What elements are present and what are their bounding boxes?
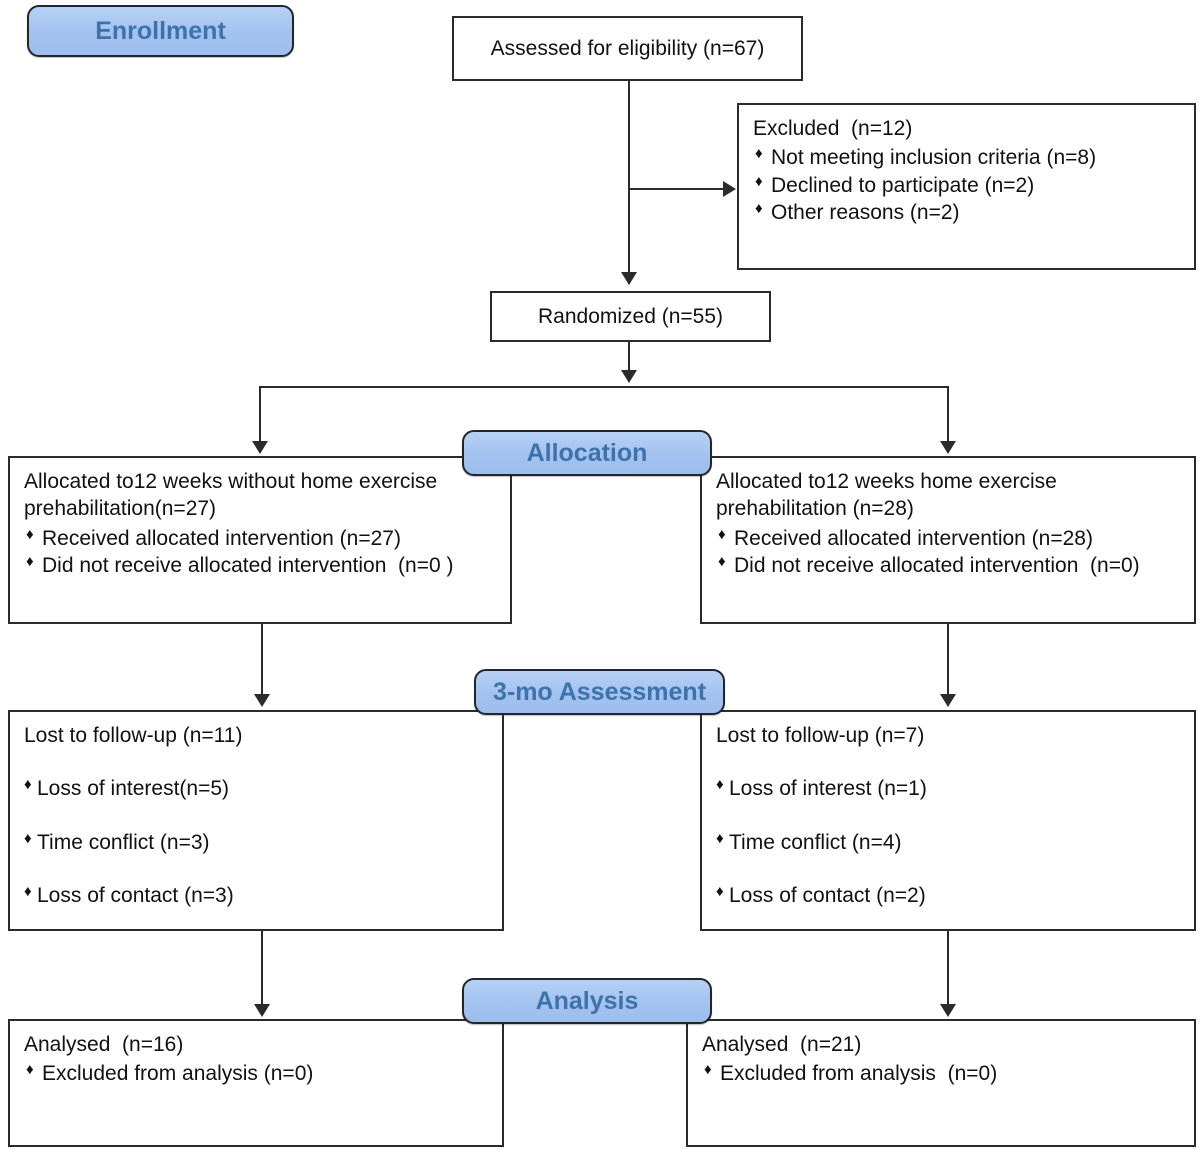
- list-item: Time conflict (n=4): [716, 829, 1180, 856]
- list-item: Loss of contact (n=2): [716, 882, 1180, 909]
- arrowhead-allocated-left: [252, 441, 268, 454]
- node-followup-right-title: Lost to follow-up (n=7): [716, 724, 925, 747]
- node-excluded: Excluded (n=12) Not meeting inclusion cr…: [737, 103, 1196, 270]
- node-assessed-title: Assessed for eligibility (n=67): [490, 36, 765, 60]
- connector-to-excluded: [629, 188, 725, 190]
- list-item: Loss of interest(n=5): [24, 775, 488, 802]
- stage-banner-analysis-label: Analysis: [535, 986, 639, 1015]
- node-followup-left: Lost to follow-up (n=11) Loss of interes…: [8, 710, 504, 931]
- stage-banner-assessment-label: 3-mo Assessment: [492, 677, 707, 706]
- node-allocated-left: Allocated to12 weeks without home exerci…: [8, 456, 512, 624]
- arrowhead-excluded: [723, 181, 736, 197]
- list-item: Loss of contact (n=3): [24, 882, 488, 909]
- stage-banner-allocation-label: Allocation: [526, 438, 648, 467]
- connector-assessed-to-randomized: [628, 81, 630, 284]
- node-followup-left-bullets: Loss of interest(n=5) Time conflict (n=3…: [24, 775, 488, 909]
- node-analysed-right-title: Analysed (n=21): [702, 1033, 862, 1056]
- stage-banner-enrollment: Enrollment: [27, 5, 294, 57]
- node-randomized: Randomized (n=55): [490, 291, 771, 342]
- arrowhead-followup-right: [940, 694, 956, 707]
- connector-allocated-right-to-followup: [947, 624, 949, 696]
- node-followup-right: Lost to follow-up (n=7) Loss of interest…: [700, 710, 1196, 931]
- arrowhead-allocated-right: [940, 441, 956, 454]
- connector-allocated-left-to-followup: [261, 624, 263, 696]
- list-item: Not meeting inclusion criteria (n=8): [753, 144, 1180, 171]
- node-allocated-right: Allocated to12 weeks home exercise preha…: [700, 456, 1196, 624]
- connector-split-left: [259, 386, 261, 443]
- node-assessed-for-eligibility: Assessed for eligibility (n=67): [452, 16, 803, 81]
- node-allocated-left-bullets: Received allocated intervention (n=27) D…: [24, 525, 496, 580]
- list-item: Did not receive allocated intervention (…: [716, 552, 1180, 579]
- node-followup-right-bullets: Loss of interest (n=1) Time conflict (n=…: [716, 775, 1180, 909]
- node-allocated-right-bullets: Received allocated intervention (n=28) D…: [716, 525, 1180, 580]
- node-analysed-left-bullets: Excluded from analysis (n=0): [24, 1060, 488, 1087]
- node-randomized-title: Randomized (n=55): [537, 304, 724, 328]
- arrowhead-analysis-left: [254, 1004, 270, 1017]
- stage-banner-assessment: 3-mo Assessment: [474, 669, 725, 715]
- connector-followup-left-to-analysis: [261, 931, 263, 1006]
- node-analysed-right-bullets: Excluded from analysis (n=0): [702, 1060, 1180, 1087]
- node-excluded-title: Excluded (n=12): [753, 117, 913, 140]
- list-item: Received allocated intervention (n=27): [24, 525, 496, 552]
- connector-randomized-stem: [628, 342, 630, 373]
- arrowhead-analysis-right: [940, 1004, 956, 1017]
- stage-banner-analysis: Analysis: [462, 978, 712, 1024]
- stage-banner-allocation: Allocation: [462, 430, 712, 476]
- arrowhead-split: [621, 370, 637, 383]
- list-item: Excluded from analysis (n=0): [702, 1060, 1180, 1087]
- list-item: Excluded from analysis (n=0): [24, 1060, 488, 1087]
- stage-banner-enrollment-label: Enrollment: [95, 16, 226, 45]
- node-allocated-right-title: Allocated to12 weeks home exercise preha…: [716, 470, 1063, 521]
- list-item: Did not receive allocated intervention (…: [24, 552, 496, 579]
- node-analysed-right: Analysed (n=21) Excluded from analysis (…: [686, 1019, 1196, 1147]
- node-analysed-left-title: Analysed (n=16): [24, 1033, 184, 1056]
- node-excluded-bullets: Not meeting inclusion criteria (n=8) Dec…: [753, 144, 1180, 226]
- list-item: Time conflict (n=3): [24, 829, 488, 856]
- node-allocated-left-title: Allocated to12 weeks without home exerci…: [24, 470, 444, 521]
- list-item: Received allocated intervention (n=28): [716, 525, 1180, 552]
- node-analysed-left: Analysed (n=16) Excluded from analysis (…: [8, 1019, 504, 1147]
- list-item: Declined to participate (n=2): [753, 172, 1180, 199]
- list-item: Loss of interest (n=1): [716, 775, 1180, 802]
- arrowhead-randomized: [621, 272, 637, 285]
- list-item: Other reasons (n=2): [753, 199, 1180, 226]
- connector-split-bar: [259, 386, 949, 388]
- connector-split-right: [947, 386, 949, 443]
- connector-followup-right-to-analysis: [947, 931, 949, 1006]
- node-followup-left-title: Lost to follow-up (n=11): [24, 724, 243, 747]
- arrowhead-followup-left: [254, 694, 270, 707]
